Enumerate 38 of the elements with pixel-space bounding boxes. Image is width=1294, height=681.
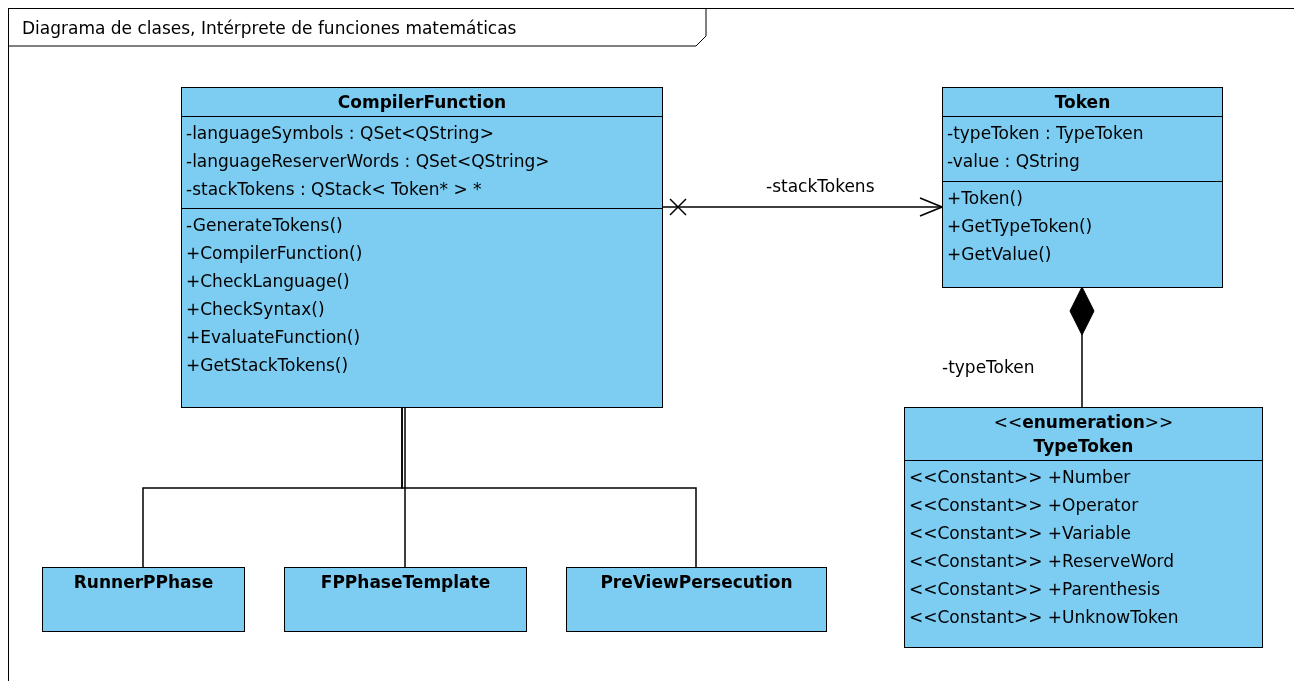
frame-title: Diagrama de clases, Intérprete de funciones matemáticas [22,17,517,40]
member-text: <<Constant>> +Variable [909,521,1131,545]
class-box [284,567,527,632]
class-name: Token [1054,90,1111,114]
composition-line [1069,286,1095,408]
member-text: +CompilerFunction() [186,241,363,265]
member-text: <<Constant>> +Number [909,465,1131,489]
member-text: -stackTokens : QStack< Token* > * [186,177,482,201]
member-text: <<Constant>> +Parenthesis [909,577,1161,601]
member-text: -languageSymbols : QSet<QString> [186,121,494,145]
class-name: TypeToken [1033,434,1134,458]
member-text: <<Constant>> +Operator [909,493,1139,517]
class-box [566,567,827,632]
class-name: PreViewPersecution [600,571,793,594]
member-text: +Token() [947,186,1023,210]
member-text: +EvaluateFunction() [186,325,361,349]
inheritance-line [404,406,406,568]
member-text: -value : QString [947,149,1080,173]
member-text: +CheckLanguage() [186,269,350,293]
member-text: -typeToken : TypeToken [947,121,1144,145]
member-text: <<Constant>> +ReserveWord [909,549,1175,573]
member-text: +GetValue() [947,242,1052,266]
class-name: RunnerPPhase [73,571,214,594]
member-text: -languageReserverWords : QSet<QString> [186,149,550,173]
member-text: +GetTypeToken() [947,214,1093,238]
member-text: <<Constant>> +UnknowToken [909,605,1179,629]
class-box [942,87,1223,288]
class-name: FPPhaseTemplate [320,571,491,594]
class-box [42,567,245,632]
member-text: -GenerateTokens() [186,213,343,237]
stereotype: <<enumeration>> [993,410,1174,434]
class-box [181,87,663,408]
member-text: +GetStackTokens() [186,353,349,377]
association-arrow [661,197,943,217]
inheritance-line [401,406,697,568]
class-name: CompilerFunction [337,90,507,114]
member-text: +CheckSyntax() [186,297,325,321]
class-box [904,407,1263,648]
